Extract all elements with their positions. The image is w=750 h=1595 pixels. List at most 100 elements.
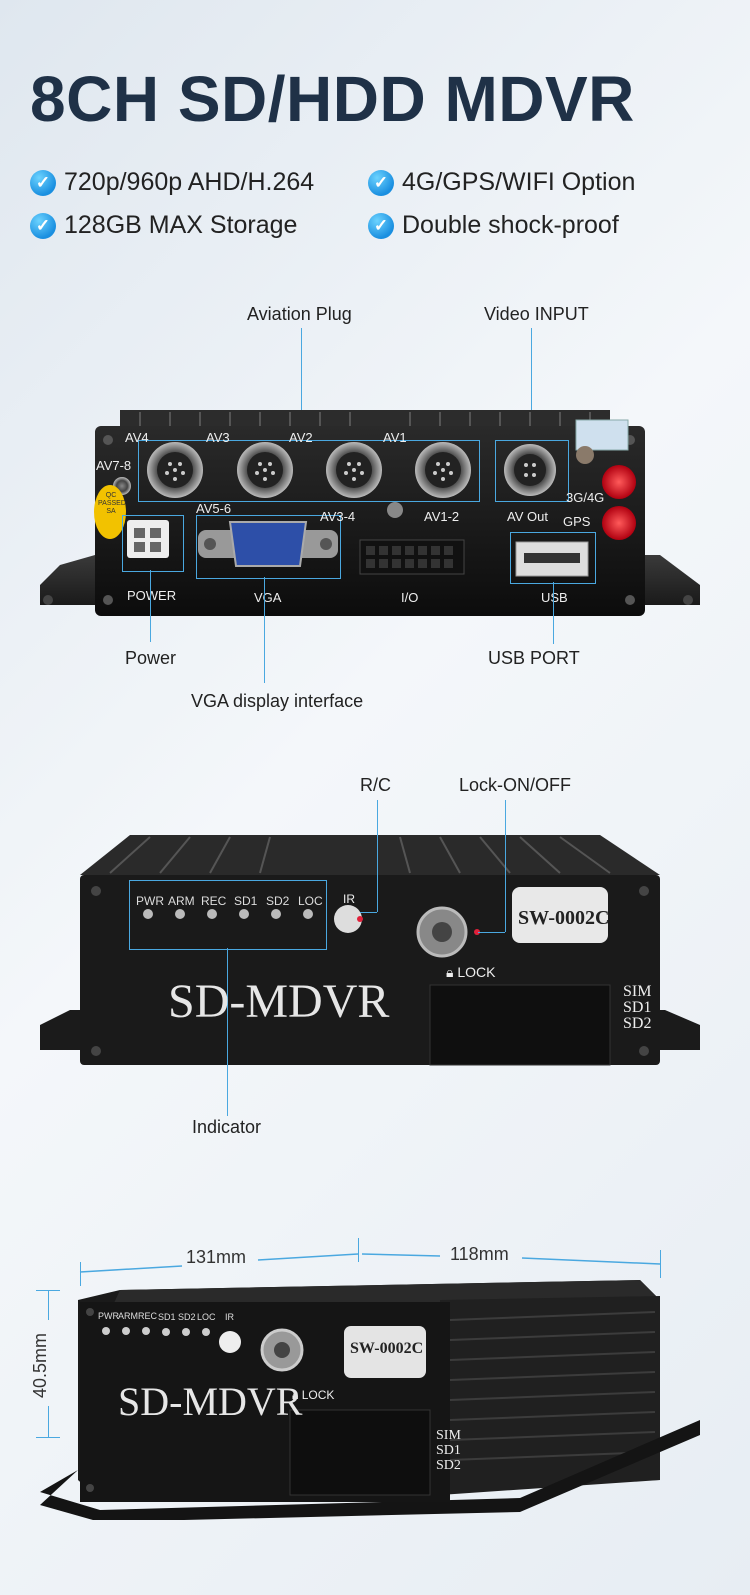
callout-line: [377, 800, 378, 912]
av4-label: AV4: [125, 430, 149, 445]
callout-line: [360, 912, 377, 913]
lock-text: 🔒︎ LOCK: [446, 964, 496, 980]
width-dimension: 131mm: [186, 1247, 247, 1267]
usb-port-callout: USB PORT: [488, 648, 580, 668]
check-icon: ✓: [368, 212, 394, 239]
feature-label: 4G/GPS/WIFI Option: [402, 168, 636, 196]
lock-onoff-label: Lock-ON/OFF: [459, 775, 572, 795]
slot-labels: SIM SD1 SD2: [623, 984, 651, 1032]
led-label-sd1: SD1: [234, 894, 258, 908]
slot-sd1: SD1: [623, 999, 652, 1016]
aviation-connectors: [147, 442, 556, 498]
dimension-tick: [36, 1437, 60, 1438]
slot-sd2: SD2: [623, 1015, 652, 1032]
av2-label: AV2: [289, 430, 313, 445]
gps-label: GPS: [563, 514, 591, 529]
indicator-highlight: [129, 880, 327, 950]
aviation-plug-highlight: [138, 440, 480, 502]
dimension-tick: [80, 1262, 81, 1286]
callout-line: [227, 948, 228, 1116]
card-slot-door[interactable]: [429, 984, 611, 1066]
led-label-arm: ARM: [168, 894, 195, 908]
av3-label: AV3: [206, 430, 230, 445]
av1-label: AV1: [383, 430, 407, 445]
front-panel-image: [40, 835, 700, 1066]
angled-model-label: SW-0002C: [350, 1340, 424, 1357]
av-out-label: AV Out: [507, 509, 548, 524]
brand-label: SD-MDVR: [168, 975, 390, 1028]
angled-led-sd2: SD2: [178, 1312, 196, 1322]
angled-device-image: [40, 1280, 700, 1520]
angled-led-pwr: PWR: [98, 1311, 119, 1321]
callout-line: [264, 577, 265, 683]
feature-item: ✓ 720p/960p AHD/H.264: [30, 168, 314, 197]
vga-display-label: VGA display interface: [191, 691, 364, 711]
power-highlight: [122, 515, 184, 572]
vga-port-label: VGA: [254, 590, 282, 605]
dimension-line: [48, 1406, 49, 1437]
angled-slot-door[interactable]: [289, 1409, 431, 1496]
callout-line: [505, 800, 506, 932]
3g4g-label: 3G/4G: [566, 490, 605, 505]
callout-line: [150, 570, 151, 642]
led-label-loc: LOC: [298, 894, 323, 908]
angled-slot-sim: SIM: [436, 1428, 461, 1443]
led-label-sd2: SD2: [266, 894, 290, 908]
feature-label: Double shock-proof: [402, 211, 619, 239]
av5-6-label: AV5-6: [196, 501, 232, 516]
video-input-highlight: [495, 440, 569, 502]
av7-8-label: AV7-8: [96, 458, 132, 473]
usb-port-label: USB: [541, 590, 568, 605]
ir-label: IR: [343, 892, 355, 906]
check-icon: ✓: [30, 212, 56, 239]
usb-highlight: [510, 532, 596, 584]
feature-item: ✓ 4G/GPS/WIFI Option: [368, 168, 635, 197]
angled-slot-sd1: SD1: [436, 1443, 461, 1458]
power-label: Power: [125, 648, 177, 668]
depth-dimension: 118mm: [450, 1244, 509, 1264]
angled-ir: IR: [225, 1312, 234, 1322]
angled-brand-label: SD-MDVR: [118, 1379, 303, 1424]
callout-line: [531, 328, 532, 440]
feature-item: ✓ 128GB MAX Storage: [30, 211, 297, 240]
aviation-plug-label: Aviation Plug: [247, 304, 352, 324]
model-label: SW-0002C: [518, 907, 610, 929]
check-icon: ✓: [30, 169, 56, 196]
page-title: 8CH SD/HDD MDVR: [30, 63, 635, 135]
angled-slot-sd2: SD2: [436, 1458, 461, 1473]
angled-led-loc: LOC: [197, 1312, 216, 1322]
dimension-line: [48, 1290, 49, 1320]
callout-line: [553, 582, 554, 644]
led-label-pwr: PWR: [136, 894, 164, 908]
indicator-label: Indicator: [192, 1117, 262, 1137]
antenna-gps: [602, 506, 636, 540]
dimension-tick: [358, 1238, 359, 1262]
rear-panel-image: [40, 410, 700, 616]
angled-led-arm: ARM: [118, 1311, 138, 1321]
feature-item: ✓ Double shock-proof: [368, 211, 619, 240]
check-icon: ✓: [368, 169, 394, 196]
io-port-label: I/O: [401, 590, 419, 605]
dimension-lines: [79, 1253, 661, 1273]
angled-led-rec: REC: [138, 1311, 158, 1321]
vga-highlight: [196, 515, 341, 579]
vga-port: [228, 521, 308, 567]
io-port: [359, 539, 465, 575]
slot-sim: SIM: [623, 983, 652, 1000]
feature-label: 720p/960p AHD/H.264: [64, 168, 315, 196]
ir-sensor: [334, 905, 362, 933]
power-port-label: POWER: [127, 588, 177, 603]
rc-label: R/C: [360, 775, 391, 795]
callout-line: [301, 328, 302, 438]
video-input-label: Video INPUT: [484, 304, 589, 324]
angled-lock-label: LOCK: [301, 1388, 335, 1402]
av1-2-label: AV1-2: [424, 509, 460, 524]
model-plate: [512, 887, 608, 943]
av3-4-label: AV3-4: [320, 509, 356, 524]
callout-line: [478, 932, 505, 933]
dimension-tick: [660, 1250, 661, 1278]
angled-slot-labels: SIM SD1 SD2: [436, 1428, 461, 1473]
feature-label: 128GB MAX Storage: [64, 211, 298, 239]
angled-led-sd1: SD1: [158, 1312, 176, 1322]
